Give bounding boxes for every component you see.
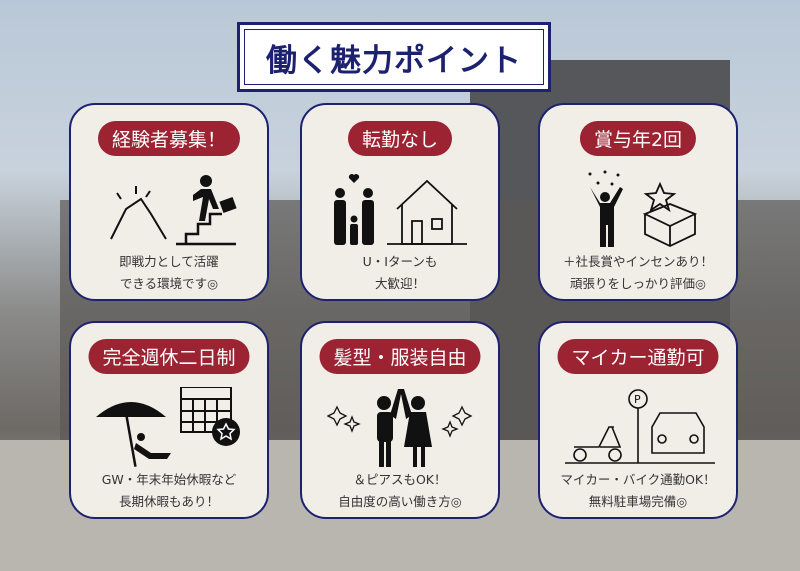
card-free-style: 髪型・服装自由 ＆ピアスもOK！ 自由度の高い働き方◎ (300, 321, 500, 519)
card-desc-line: 即戦力として活躍 (119, 254, 219, 269)
celebration-gift-icon (588, 170, 698, 247)
handshake-climbing-icon (110, 175, 237, 246)
family-house-icon (334, 174, 467, 245)
card-desc-line: 大歓迎！ (374, 276, 425, 291)
card-bonus: 賞与年2回 ＋社長賞やインセンあり！ 頑張りをしっかり評価◎ (538, 103, 738, 301)
high-five-icon (326, 389, 473, 467)
card-label: 経験者募集！ (97, 121, 241, 156)
svg-text:P: P (634, 393, 641, 406)
card-desc-line: 自由度の高い働き方◎ (338, 494, 462, 509)
card-desc-line: マイカー・バイク通勤OK！ (560, 472, 716, 487)
card-experienced: 経験者募集！ 即戦力として活躍できる環境です◎ (69, 103, 269, 301)
card-label: 完全週休二日制 (88, 339, 250, 374)
card-desc-line: 長期休暇もあり！ (118, 494, 219, 509)
card-desc-line: U・Iターンも (362, 254, 438, 269)
card-weekends: 完全週休二日制 GW・年末年始休暇など長期休暇もあり！ (69, 321, 269, 519)
card-label: 転勤なし (347, 121, 453, 156)
card-label: マイカー通勤可 (557, 339, 719, 374)
page-title: 働く魅力ポイント (266, 42, 522, 79)
card-desc-line: ＋社長賞やインセンあり！ (562, 254, 713, 269)
page-title-box: 働く魅力ポイント (237, 22, 551, 92)
card-desc-line: 無料駐車場完備◎ (588, 494, 688, 509)
card-car-commute: マイカー通勤可 P マイカー・バイク通勤OK！ 無料駐車場完備◎ (538, 321, 738, 519)
card-desc-line: 頑張りをしっかり評価◎ (570, 276, 706, 291)
card-label: 髪型・服装自由 (319, 339, 481, 374)
card-desc-line: GW・年末年始休暇など (101, 472, 237, 487)
scooter-parking-car-icon: P (565, 389, 715, 464)
card-no-transfer: 転勤なし U・Iターンも大歓迎！ (300, 103, 500, 301)
card-desc-line: ＆ピアスもOK！ (353, 472, 447, 487)
card-desc-line: できる環境です◎ (119, 276, 219, 291)
beach-calendar-icon (96, 387, 240, 467)
card-label: 賞与年2回 (579, 121, 697, 156)
